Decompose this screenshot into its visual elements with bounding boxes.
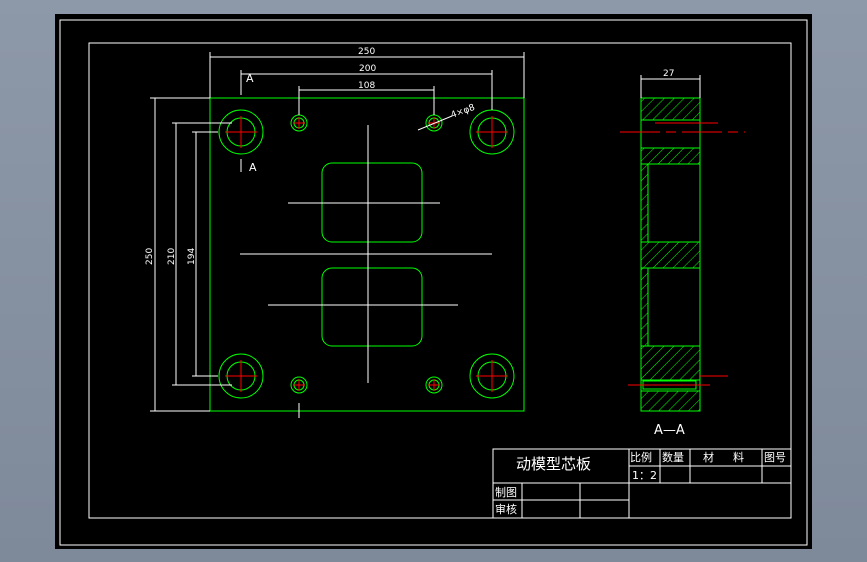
title-block xyxy=(492,448,792,519)
material-label-2: 料 xyxy=(733,450,744,464)
plate-outline xyxy=(209,97,525,412)
hatch-lower xyxy=(640,345,701,381)
dim-small-hole-span-x: 108 xyxy=(358,81,375,91)
section-mark-top: A xyxy=(246,72,254,85)
cavity-lower xyxy=(321,267,423,347)
dimensions-front xyxy=(150,52,525,412)
screw-hole-bottom-left xyxy=(290,376,308,394)
scale-label: 比例 xyxy=(630,450,652,464)
drawing-title: 动模型芯板 xyxy=(516,455,591,473)
hatch-top xyxy=(640,97,701,121)
dim-overall-width: 250 xyxy=(358,47,375,57)
material-label-1: 材 xyxy=(703,450,714,464)
outer-border xyxy=(59,19,808,546)
dim-hole-span-y: 210 xyxy=(167,248,177,265)
hatch-middle xyxy=(640,241,701,269)
drawing-frame xyxy=(88,42,792,519)
dim-small-hole-span-y: 194 xyxy=(187,248,197,265)
screw-hole-top-left xyxy=(290,114,308,132)
section-guide-hole xyxy=(640,119,701,149)
section-label: A—A xyxy=(654,423,685,438)
guide-hole-top-right xyxy=(469,109,515,155)
checked-by-label: 审核 xyxy=(495,502,517,516)
dim-overall-height: 250 xyxy=(145,248,155,265)
guide-hole-top-left xyxy=(218,109,264,155)
drawing-no-label: 图号 xyxy=(764,451,786,464)
dim-hole-span-x: 200 xyxy=(359,64,376,74)
hatch-upper-left-wall xyxy=(640,163,649,243)
quantity-label: 数量 xyxy=(662,451,684,464)
hatch-bottom xyxy=(640,390,701,412)
section-cavity-upper xyxy=(647,163,701,243)
dim-thickness: 27 xyxy=(663,69,674,79)
section-mark-bottom: A xyxy=(249,161,257,174)
drawn-by-label: 制图 xyxy=(495,486,517,499)
guide-hole-bottom-right xyxy=(469,353,515,399)
section-view: 27 A—A xyxy=(620,69,745,438)
guide-hole-bottom-left xyxy=(218,353,264,399)
section-cavity-lower xyxy=(647,267,701,347)
hole-callout-leader xyxy=(417,115,453,131)
hatch-upper xyxy=(640,147,701,165)
scale-value: 1：2 xyxy=(632,469,657,482)
screw-hole-bottom-right xyxy=(425,376,443,394)
hatch-lower-left-wall xyxy=(640,267,649,347)
